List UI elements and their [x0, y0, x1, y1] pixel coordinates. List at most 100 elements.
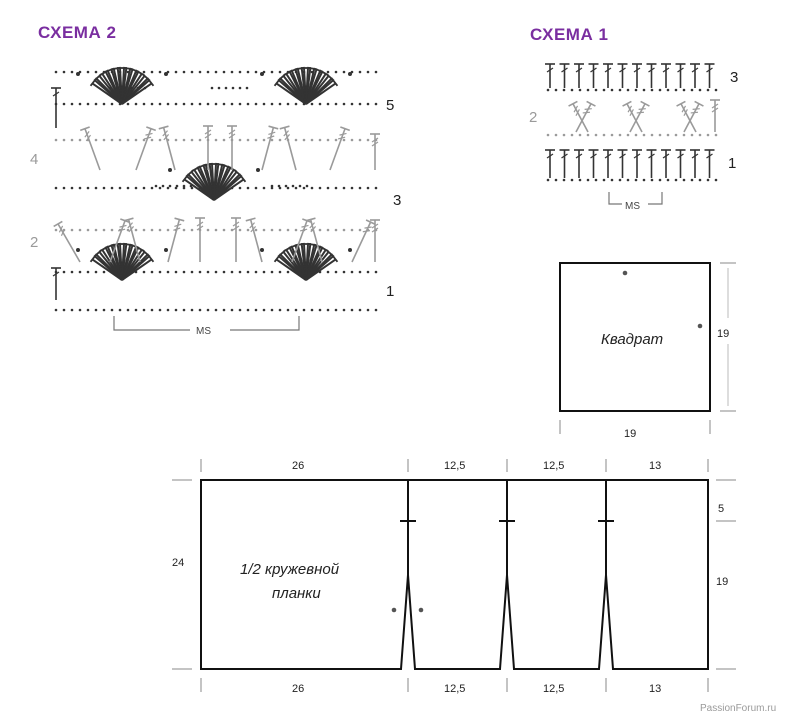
chain-dot: [94, 270, 98, 274]
chain-dot: [158, 228, 162, 232]
stitch-symbol: [203, 125, 213, 170]
fan-cluster: [260, 242, 352, 281]
chain-dot: [161, 184, 165, 188]
scheme-2-row-2: 2: [30, 234, 38, 251]
panel-top-dim-1: 26: [292, 460, 304, 472]
stitch-symbol: [167, 217, 185, 263]
chain-dot: [698, 178, 702, 182]
chain-dot: [334, 308, 338, 312]
lace-panel-pattern: 26 12,5 12,5 13 26 12,5 12,5 13 24 5 19 …: [172, 459, 736, 695]
chain-dot: [318, 138, 322, 142]
stitch-symbol: [329, 126, 351, 171]
chain-dot: [318, 308, 322, 312]
chain-dot: [350, 308, 354, 312]
chain-dot: [294, 186, 298, 190]
chain-dot: [94, 186, 98, 190]
chain-dot: [118, 138, 122, 142]
chain-dot: [231, 86, 235, 90]
chain-dot: [86, 70, 90, 74]
stitch-symbol: [603, 149, 613, 178]
chain-dot: [222, 138, 226, 142]
chain-dot: [142, 102, 146, 106]
chain-dot: [246, 138, 250, 142]
chain-dot: [70, 70, 74, 74]
chain-dot: [126, 308, 130, 312]
chain-dot: [262, 270, 266, 274]
chain-dot: [366, 70, 370, 74]
panel-right-top-dim: 5: [718, 503, 724, 515]
stitch-symbol: [279, 125, 297, 171]
chain-dot: [326, 138, 330, 142]
chain-dot: [326, 70, 330, 74]
chain-dot: [674, 88, 678, 92]
chain-dot: [182, 70, 186, 74]
chain-dot: [94, 308, 98, 312]
chain-dot: [626, 133, 630, 137]
chain-dot: [294, 102, 298, 106]
chain-dot: [214, 308, 218, 312]
chain-dot: [350, 186, 354, 190]
square-height-dim: 19: [717, 328, 729, 340]
chain-dot: [238, 86, 242, 90]
chain-dot: [102, 138, 106, 142]
chain-dot: [650, 178, 654, 182]
stitch-symbol: [646, 63, 657, 88]
chain-dot: [182, 184, 186, 188]
chain-dot: [714, 88, 718, 92]
chain-dot: [70, 186, 74, 190]
chain-dot: [698, 133, 702, 137]
chain-dot: [284, 184, 288, 188]
chain-dot: [198, 70, 202, 74]
chain-dot: [294, 138, 298, 142]
chain-dot: [334, 270, 338, 274]
square-width-dim: 19: [624, 428, 636, 440]
stitch-symbol: [231, 217, 241, 262]
chain-dot: [254, 228, 258, 232]
scheme-2: СХЕМА 2 5 4 3 2 1 MS: [30, 23, 401, 337]
chain-dot: [270, 70, 274, 74]
chain-dot: [350, 270, 354, 274]
chain-dot: [342, 186, 346, 190]
square-marker-dot: [622, 270, 628, 276]
panel-label-line-1: 1/2 кружевной: [240, 561, 340, 578]
square-outline: [559, 262, 711, 412]
chain-dot: [358, 308, 362, 312]
chain-dot: [270, 102, 274, 106]
chain-dot: [302, 186, 306, 190]
scheme-2-repeat-label: MS: [196, 326, 211, 337]
chain-dot: [54, 308, 58, 312]
chain-dot: [270, 308, 274, 312]
stitch-symbol: [574, 63, 584, 88]
chain-dot: [206, 270, 210, 274]
chain-dot: [278, 138, 282, 142]
chain-dot: [230, 102, 234, 106]
chain-dot: [190, 186, 194, 190]
chain-dot: [554, 88, 558, 92]
scheme-2-row-5: 5: [386, 97, 394, 114]
chain-dot: [150, 102, 154, 106]
chain-dot: [642, 178, 646, 182]
chain-dot: [374, 102, 378, 106]
chain-dot: [102, 228, 106, 232]
chain-dot: [238, 70, 242, 74]
chain-dot: [238, 308, 242, 312]
panel-bottom-dim-2: 12,5: [444, 683, 465, 695]
stitch-symbol: [305, 217, 323, 263]
chain-dot: [190, 228, 194, 232]
chain-dot: [198, 138, 202, 142]
chain-dot: [277, 184, 281, 188]
chain-dot: [168, 184, 172, 188]
chain-dot: [610, 178, 614, 182]
chain-dot: [350, 138, 354, 142]
chain-dot: [310, 186, 314, 190]
panel-right-bottom-dim: 19: [716, 576, 728, 588]
chain-dot: [270, 184, 274, 188]
chain-dot: [674, 178, 678, 182]
chain-dot: [310, 102, 314, 106]
chain-dot: [110, 102, 114, 106]
chain-dot: [118, 308, 122, 312]
stitch-symbol: [351, 219, 376, 263]
chain-dot: [150, 308, 154, 312]
chain-dot: [546, 88, 550, 92]
chain-dot: [302, 138, 306, 142]
